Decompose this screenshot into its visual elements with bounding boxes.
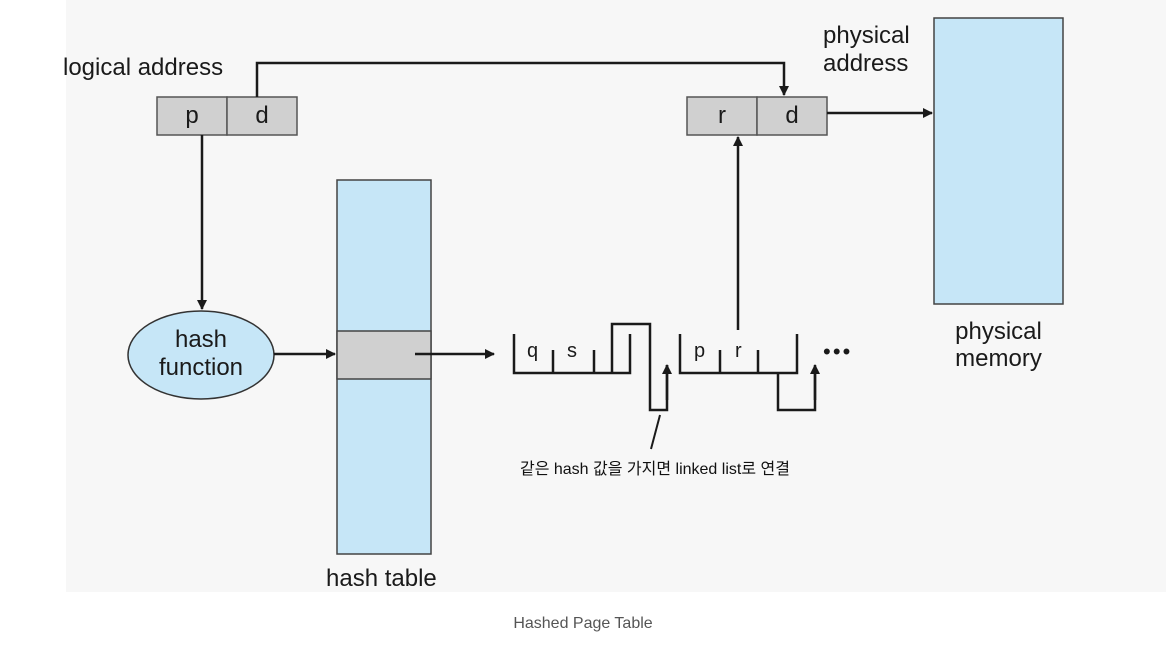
chain-node2-key: p bbox=[694, 340, 706, 362]
hash-table-label: hash table bbox=[326, 565, 437, 592]
physical-r-text: r bbox=[718, 102, 726, 129]
chain-node2-value: r bbox=[735, 340, 742, 362]
physical-address-label-line2: address bbox=[823, 50, 909, 77]
logical-d-cell bbox=[226, 96, 298, 136]
physical-r-cell bbox=[686, 96, 758, 136]
chain-ellipsis: • • • bbox=[823, 339, 850, 364]
logical-p-text: p bbox=[185, 102, 199, 129]
physical-memory-block bbox=[933, 17, 1064, 305]
logical-p-cell bbox=[156, 96, 228, 136]
figure-caption: Hashed Page Table bbox=[513, 615, 653, 632]
logical-d-text: d bbox=[255, 102, 269, 129]
offset-arrow bbox=[255, 61, 789, 97]
chain-node1-value: s bbox=[567, 340, 577, 362]
physical-address-label-line1: physical bbox=[823, 22, 910, 49]
physical-memory-label-line1: physical bbox=[955, 318, 1042, 345]
hash-function-label-line1: hash bbox=[174, 326, 228, 353]
chain-node1-key: q bbox=[527, 340, 539, 362]
logical-address-label: logical address bbox=[63, 54, 224, 81]
physical-d-cell bbox=[756, 96, 828, 136]
collision-note: 같은 hash 값을 가지면 linked list로 연결 bbox=[520, 461, 790, 478]
hash-function-label-line2: function bbox=[158, 354, 244, 381]
chain-node-1 bbox=[512, 322, 669, 412]
note-pointer-line bbox=[650, 414, 661, 450]
physical-d-text: d bbox=[785, 102, 799, 129]
physical-memory-label-line2: memory bbox=[955, 345, 1042, 372]
